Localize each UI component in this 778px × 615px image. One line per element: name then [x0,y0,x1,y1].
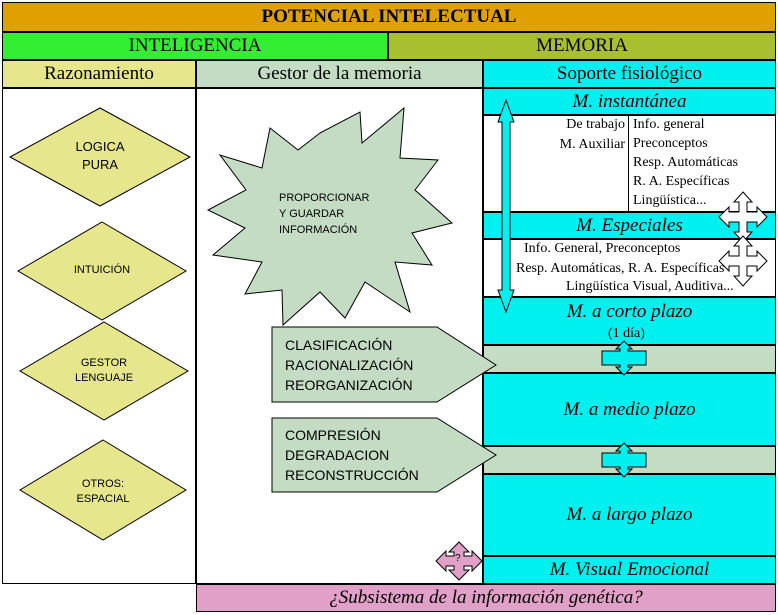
visual-emocional-label: M. Visual Emocional [549,559,710,580]
instantanea-divider [628,116,629,213]
esp-line-2: Resp. Automáticas, R. A. Específicas [516,261,725,276]
diamond-otros-espacial [19,439,187,541]
otros-espacial-label: OTROS: ESPACIAL [53,477,153,507]
gestor-lenguaje-label: GESTOR LENGUAJE [54,356,154,386]
arrow2-line2: DEGRADACION [285,447,390,463]
especiales-label: M. Especiales [576,214,683,236]
largo-plazo-row: M. a largo plazo [483,474,776,556]
otros-line1: OTROS: [81,478,125,490]
razonamiento-header: Razonamiento [2,60,196,88]
gestor-label: Gestor de la memoria [257,63,422,84]
star-line2: Y GUARDAR [279,208,345,220]
preconceptos-text: Preconceptos [633,136,708,151]
footer-text: ¿Subsistema de la información genética? [329,587,643,608]
gestor-line2: LENGUAJE [74,372,134,384]
arrow2-line3: RECONSTRUCCIÓN [285,467,419,483]
logica-line2: PURA [81,157,119,172]
ra-especificas-text: R. A. Específicas [633,174,730,189]
compresion-label: COMPRESIÓN DEGRADACION RECONSTRUCCIÓN [285,425,419,485]
gestor-line1: GESTOR [80,357,128,369]
un-dia-label: (1 día) [608,326,645,341]
vertical-double-arrow [497,98,515,314]
band-arrow-2 [601,442,647,478]
info-general-text: Info. general [633,117,705,132]
four-way-arrow-white-2 [718,235,768,287]
clasificacion-label: CLASIFICACIÓN RACIONALIZACIÓN REORGANIZA… [285,335,413,395]
corto-plazo-row: M. a corto plazo (1 día) [483,297,776,345]
logica-label: LOGICA PURA [50,138,150,174]
inteligencia-label: INTELIGENCIA [128,35,262,56]
intuicion-line1: INTUICIÓN [73,264,131,276]
diamond-gestor-lenguaje [19,321,189,421]
clasificacion-arrow [271,326,497,403]
resp-automaticas-text: Resp. Automáticas [633,155,738,170]
footer-bar: ¿Subsistema de la información genética? [196,584,776,612]
proporcionar-star [206,106,454,327]
m-auxiliar-text: M. Auxiliar [559,137,625,152]
question-mark-label: ? [455,553,461,564]
proporcionar-label: PROPORCIONAR Y GUARDAR INFORMACIÓN [279,190,369,238]
razonamiento-label: Razonamiento [44,63,154,84]
de-trabajo-text: De trabajo [566,117,625,132]
otros-line2: ESPACIAL [76,493,130,505]
instantanea-row: M. instantánea [483,88,776,115]
arrow2-line1: COMPRESIÓN [285,427,381,443]
diamond-intuicion [17,221,187,321]
soporte-label: Soporte fisiológico [556,63,703,84]
page-title: POTENCIAL INTELECTUAL [2,2,776,32]
star-line3: INFORMACIÓN [279,224,358,236]
linguistica-text: Lingüística... [633,193,707,208]
largo-plazo-label: M. a largo plazo [566,504,693,525]
memoria-header: MEMORIA [388,32,776,60]
logica-line1: LOGICA [75,139,125,154]
esp-line-3: Lingüística Visual, Auditiva... [566,279,734,294]
corto-plazo-label: M. a corto plazo [566,301,693,322]
compresion-arrow [271,417,497,493]
band-arrow-1 [601,340,647,376]
memoria-label: MEMORIA [536,35,628,56]
instantanea-detail: De trabajo M. Auxiliar Info. general Pre… [483,115,776,213]
instantanea-label: M. instantánea [572,90,687,112]
soporte-header: Soporte fisiológico [483,60,776,88]
medio-plazo-row: M. a medio plazo [483,373,776,446]
four-way-arrow-white [718,191,768,243]
intuicion-label: INTUICIÓN [52,264,152,276]
arrow1-line1: CLASIFICACIÓN [285,337,393,353]
title-text: POTENCIAL INTELECTUAL [261,6,517,27]
visual-emocional-row: M. Visual Emocional [483,556,776,584]
inteligencia-header: INTELIGENCIA [2,32,388,60]
arrow1-line3: REORGANIZACIÓN [285,377,413,393]
question-four-way-arrow [435,541,483,581]
diamond-logica-pura [8,107,192,207]
medio-plazo-label: M. a medio plazo [563,398,696,420]
star-line1: PROPORCIONAR [279,192,370,204]
arrow1-line2: RACIONALIZACIÓN [285,357,414,373]
esp-line-1: Info. General, Preconceptos [524,241,681,256]
gestor-header: Gestor de la memoria [196,60,483,88]
